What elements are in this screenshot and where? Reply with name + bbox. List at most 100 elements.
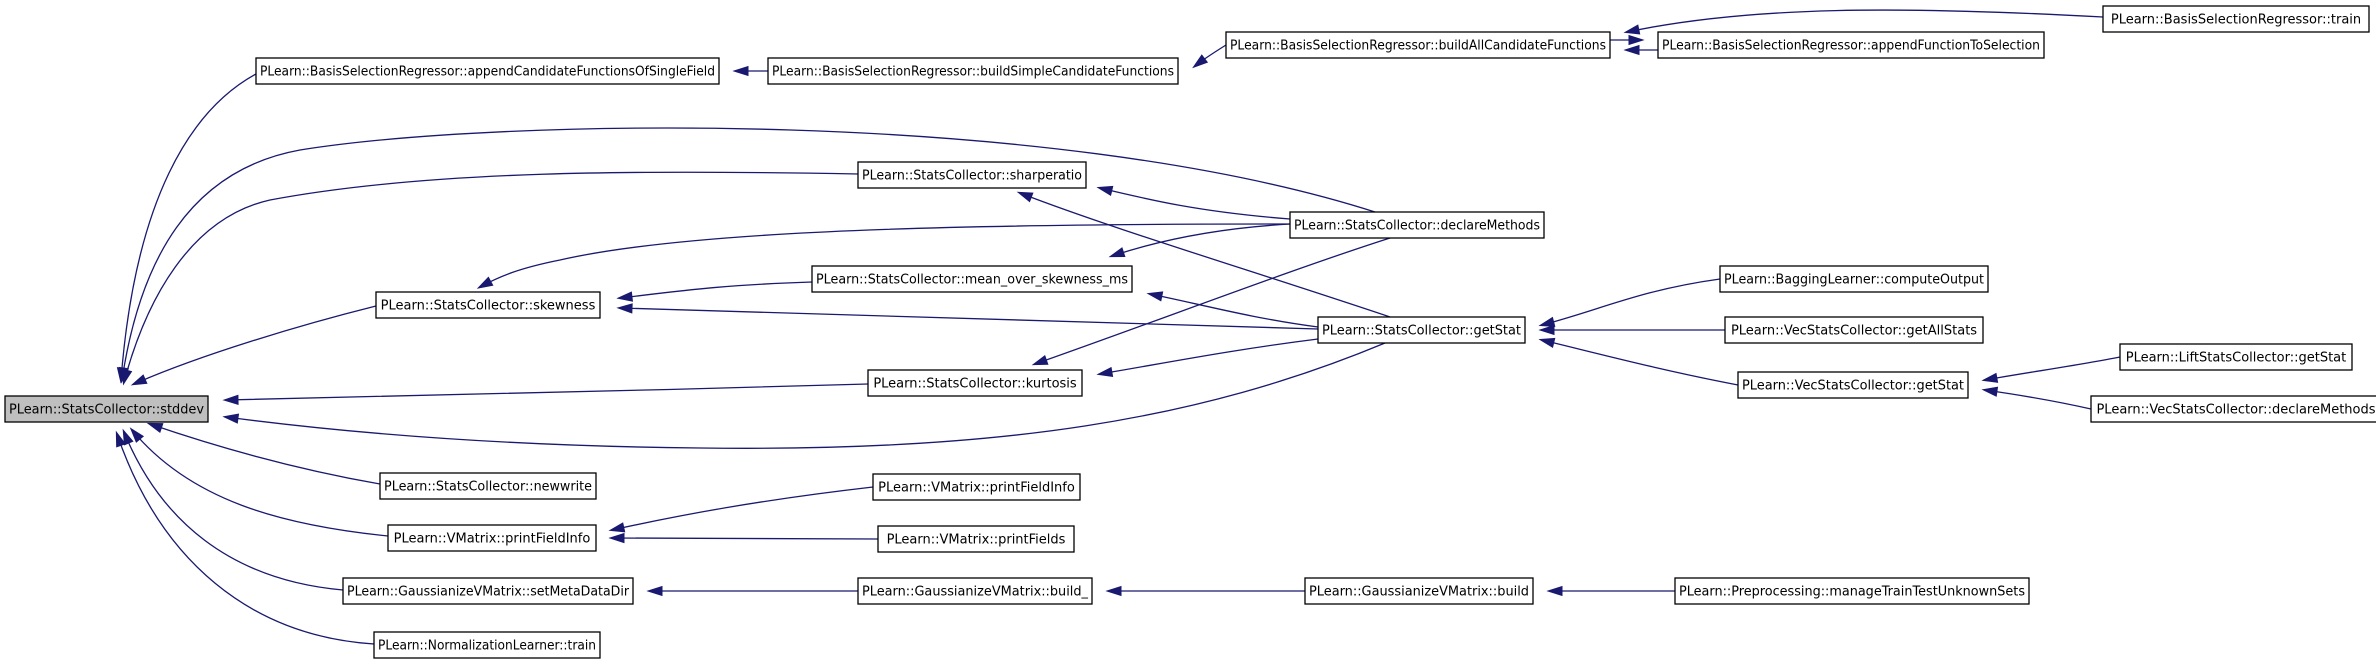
node-box[interactable] (1737, 371, 1969, 399)
function-node[interactable]: PLearn::BasisSelectionRegressor::buildSi… (767, 57, 1179, 85)
arrowhead-n24-to-n23 (1546, 585, 1563, 597)
arrowhead-n22-to-n21 (646, 585, 663, 597)
function-node[interactable]: PLearn::BasisSelectionRegressor::buildAl… (1225, 31, 1611, 59)
node-box[interactable] (877, 525, 1075, 553)
function-node[interactable]: PLearn::VecStatsCollector::declareMethod… (2090, 395, 2376, 423)
function-node[interactable]: PLearn::StatsCollector::newwrite (379, 472, 597, 500)
function-node[interactable]: PLearn::StatsCollector::skewness (375, 291, 601, 319)
node-box[interactable] (1657, 31, 2045, 59)
node-label: PLearn::VMatrix::printFields (887, 533, 1066, 548)
arrowhead-n5-to-n3 (1623, 24, 1641, 35)
node-box[interactable] (867, 369, 1083, 397)
node-layer: PLearn::StatsCollector::stddev PLearn::Ba… (4, 5, 2376, 659)
node-box[interactable] (872, 473, 1081, 501)
function-node[interactable]: PLearn::BasisSelectionRegressor::train (2102, 5, 2370, 33)
edge-n11-to-n10 (1541, 278, 1721, 326)
node-label: PLearn::BasisSelectionRegressor::appendF… (1662, 39, 2040, 54)
node-box[interactable] (857, 161, 1087, 189)
function-node[interactable]: PLearn::StatsCollector::sharperatio (857, 161, 1087, 189)
node-box[interactable] (2119, 343, 2353, 371)
node-box[interactable] (387, 524, 597, 552)
function-node[interactable]: PLearn::LiftStatsCollector::getStat (2119, 343, 2353, 371)
node-box[interactable] (811, 265, 1133, 293)
edge-n20-to-n18 (611, 537, 879, 540)
node-box[interactable] (255, 57, 720, 85)
node-box[interactable] (1724, 316, 1984, 344)
node-label: PLearn::BasisSelectionRegressor::buildAl… (1230, 39, 1606, 54)
node-label: PLearn::GaussianizeVMatrix::build_ (862, 585, 1088, 600)
function-node[interactable]: PLearn::StatsCollector::declareMethods (1289, 211, 1545, 239)
node-box[interactable] (4, 395, 209, 423)
function-node[interactable]: PLearn::VMatrix::printFieldInfo (872, 473, 1081, 501)
node-label: PLearn::StatsCollector::newwrite (384, 480, 592, 495)
node-label: PLearn::BaggingLearner::computeOutput (1724, 273, 1984, 288)
function-node[interactable]: PLearn::StatsCollector::getStat (1317, 316, 1526, 344)
function-node[interactable]: PLearn::BasisSelectionRegressor::appendF… (1657, 31, 2045, 59)
edge-n1-to-n0 (120, 73, 257, 381)
function-node[interactable]: PLearn::VecStatsCollector::getStat (1737, 371, 1969, 399)
arrowhead-n8-to-n0 (130, 374, 148, 386)
arrowhead-n11-to-n10 (1538, 316, 1556, 327)
edge-n18-to-n0 (131, 429, 389, 537)
node-label: PLearn::StatsCollector::declareMethods (1294, 219, 1540, 234)
arrowhead-n7-to-n13 (1031, 354, 1049, 366)
node-label: PLearn::VecStatsCollector::declareMethod… (2096, 403, 2375, 418)
function-node[interactable]: PLearn::BasisSelectionRegressor::appendC… (255, 57, 720, 85)
node-box[interactable] (2090, 395, 2376, 423)
edge-layer (115, 9, 2121, 645)
node-box[interactable] (767, 57, 1179, 85)
node-label: PLearn::VMatrix::printFieldInfo (878, 481, 1075, 496)
arrowhead-n7-to-n8 (476, 276, 494, 289)
arrowhead-n16-to-n14 (1981, 386, 1999, 397)
arrowhead-n3-to-n4 (1628, 34, 1645, 46)
node-box[interactable] (1317, 316, 1526, 344)
edge-n25-to-n0 (116, 433, 375, 645)
edge-n19-to-n18 (611, 486, 874, 531)
edge-n7-to-n8 (479, 223, 1291, 288)
node-box[interactable] (342, 577, 634, 605)
function-node[interactable]: PLearn::StatsCollector::kurtosis (867, 369, 1083, 397)
node-box[interactable] (1719, 265, 1989, 293)
node-label: PLearn::GaussianizeVMatrix::setMetaDataD… (347, 585, 630, 600)
arrowhead-n10-to-n13 (1096, 366, 1114, 378)
function-node[interactable]: PLearn::VMatrix::printFieldInfo (387, 524, 597, 552)
function-node[interactable]: PLearn::VMatrix::printFields (877, 525, 1075, 553)
node-box[interactable] (857, 577, 1093, 605)
arrowhead-n14-to-n10 (1538, 337, 1556, 348)
node-label: PLearn::GaussianizeVMatrix::build (1309, 585, 1529, 600)
arrowhead-n10-to-n6 (1016, 191, 1034, 203)
arrowhead-n25-to-n0 (115, 430, 126, 448)
node-label: PLearn::StatsCollector::skewness (381, 299, 596, 314)
node-box[interactable] (373, 631, 601, 659)
function-node[interactable]: PLearn::GaussianizeVMatrix::build_ (857, 577, 1093, 605)
function-node[interactable]: PLearn::VecStatsCollector::getAllStats (1724, 316, 1984, 344)
function-node[interactable]: PLearn::StatsCollector::mean_over_skewne… (811, 265, 1133, 293)
node-box[interactable] (1289, 211, 1545, 239)
function-node[interactable]: PLearn::GaussianizeVMatrix::build (1304, 577, 1534, 605)
node-label: PLearn::BasisSelectionRegressor::train (2111, 13, 2361, 28)
arrowhead-n10-to-n9 (1146, 291, 1164, 302)
arrowhead-n21-to-n0 (122, 428, 134, 446)
node-label: PLearn::StatsCollector::kurtosis (873, 377, 1077, 392)
function-node[interactable]: PLearn::NormalizationLearner::train (373, 631, 601, 659)
function-node[interactable]: PLearn::BaggingLearner::computeOutput (1719, 265, 1989, 293)
edge-n7-to-n0 (121, 127, 1376, 381)
arrowhead-n2-to-n1 (732, 65, 749, 77)
arrowhead-n13-to-n0 (222, 394, 239, 405)
node-box[interactable] (375, 291, 601, 319)
function-node[interactable]: PLearn::GaussianizeVMatrix::setMetaDataD… (342, 577, 634, 605)
node-box[interactable] (1304, 577, 1534, 605)
node-box[interactable] (379, 472, 597, 500)
node-box[interactable] (1674, 577, 2030, 605)
arrowhead-n7-to-n6 (1096, 185, 1114, 196)
edge-n21-to-n0 (123, 431, 344, 591)
root-function-node[interactable]: PLearn::StatsCollector::stddev (4, 395, 209, 423)
function-node[interactable]: PLearn::Preprocessing::manageTrainTestUn… (1674, 577, 2030, 605)
node-box[interactable] (2102, 5, 2370, 33)
edge-n10-to-n6 (1019, 192, 1391, 318)
edge-n15-to-n14 (1984, 356, 2121, 381)
arrowhead-n20-to-n18 (608, 532, 625, 544)
arrowhead-n9-to-n8 (616, 291, 634, 302)
node-label: PLearn::StatsCollector::stddev (9, 403, 204, 418)
node-box[interactable] (1225, 31, 1611, 59)
